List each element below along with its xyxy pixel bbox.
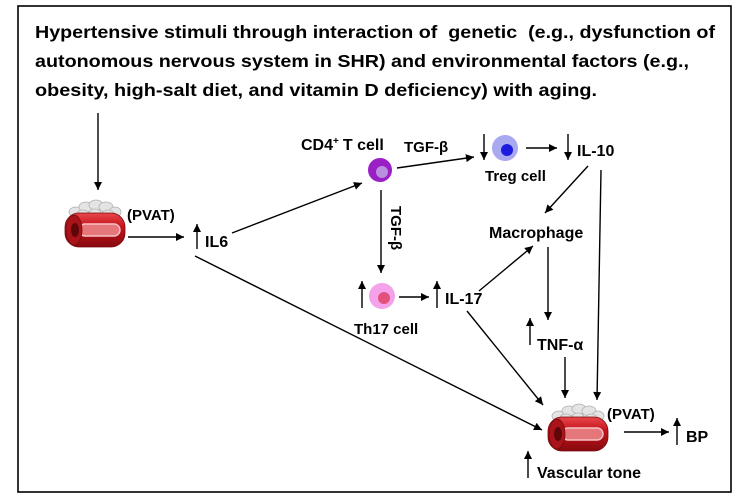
pvat-right-label: (PVAT) [607,406,655,423]
vascular-tone-label: Vascular tone [537,465,641,482]
arrow-il10-to-vessel [593,169,602,401]
pvat-vessel-left-icon [64,199,126,248]
tgf-beta-top-label: TGF-β [404,139,448,156]
arrow-il6-to-vessel [194,255,543,431]
th17-cell-label: Th17 cell [354,321,418,338]
arrow-il17-to-macrophage [478,245,534,292]
diagram-frame [17,5,732,493]
pvat-left-label: (PVAT) [127,207,175,224]
treg-cell-icon [492,135,518,161]
tnf-alpha-label: TNF-α [537,337,583,354]
pvat-vessel-right-icon [547,403,609,452]
title-line-2: autonomous nervous system in SHR) and en… [35,51,689,71]
cd4-label-suffix: T cell [343,137,384,154]
title-line-3: obesity, high-salt diet, and vitamin D d… [35,80,597,100]
macrophage-label: Macrophage [489,225,583,242]
treg-cell-label: Treg cell [485,168,546,185]
cd4-label-main: CD4 [301,137,333,154]
title-line-1: Hypertensive stimuli through interaction… [35,22,715,42]
tgf-beta-vertical-label: TGF-β [387,206,404,250]
arrow-il17-to-vessel [466,310,544,406]
il10-label: IL-10 [577,143,614,160]
cd4-t-cell-label: CD4+ T cell [301,136,384,154]
arrow-cd4-to-treg [396,154,475,169]
arrow-il10-to-macrophage [544,165,589,214]
arrow-il6-to-cd4 [231,182,363,234]
cd4-label-superscript: + [333,136,339,147]
il6-label: IL6 [205,234,228,251]
il17-label: IL-17 [445,291,482,308]
th17-cell-icon [369,283,395,309]
cd4-t-cell-icon [368,158,392,182]
bp-label: BP [686,429,709,446]
